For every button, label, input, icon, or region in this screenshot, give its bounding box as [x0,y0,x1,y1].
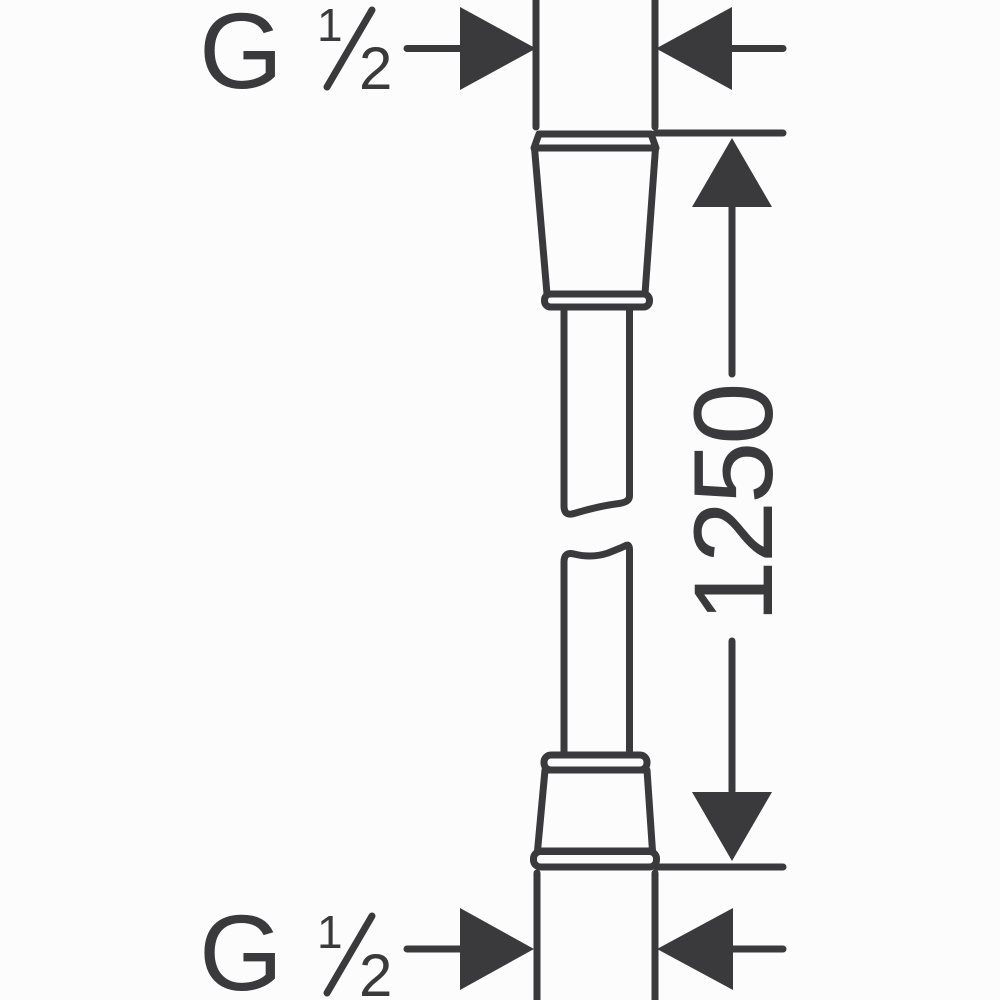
nut-bottom-rim [530,848,660,871]
fraction-denominator: 2 [359,942,392,1000]
thread-size-label-bottom: G 1 2 [199,892,392,1000]
hose-body [560,306,633,758]
arrow-up-icon [692,138,772,207]
thread-letter: G [199,0,283,111]
fraction-slash-top [323,6,376,91]
arrow-left-icon [657,908,733,990]
arrow-right-icon [460,908,534,990]
arrow-left-icon [656,7,732,90]
length-dimension-lines [652,129,787,871]
length-dimension-value: 1250 [671,385,796,622]
fraction-numerator: 1 [317,0,343,51]
fraction-numerator: 1 [317,906,343,958]
nut-top-collar [541,290,653,311]
arrow-down-icon [692,792,772,861]
solid-layer: G 1 2 G 1 2 1250 [199,0,796,1000]
fraction-slash-bottom [323,912,376,997]
thread-letter: G [199,892,283,1000]
inlet-pipe-top [532,0,659,131]
outline-layer [323,0,787,1000]
outlet-pipe-bottom [533,869,659,1000]
thread-size-label-top: G 1 2 [199,0,392,111]
hose-upper-segment [560,306,633,518]
fraction-denominator: 2 [359,35,392,102]
hose-lower-segment [560,541,633,758]
arrow-right-icon [460,7,536,90]
hose-nut-bottom [530,751,660,871]
hose-nut-top [530,130,660,311]
